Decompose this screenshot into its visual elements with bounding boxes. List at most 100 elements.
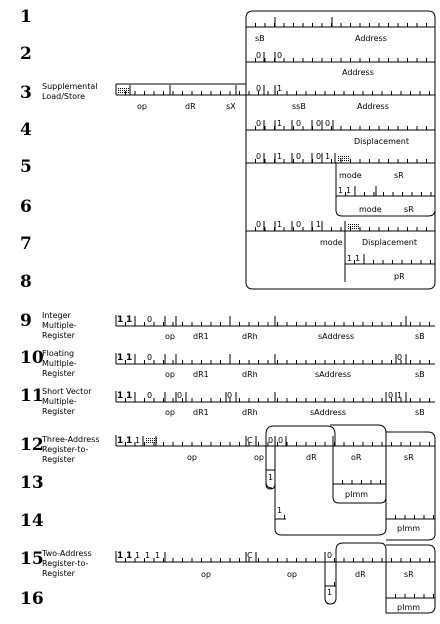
field-label: dR1	[193, 408, 209, 417]
bit-label: 1	[145, 551, 150, 560]
bit-label: 1	[135, 436, 140, 445]
field-label: Address	[342, 68, 374, 77]
field-label: pR	[394, 272, 405, 281]
shaded-bit	[344, 156, 349, 162]
bit-label: C	[247, 436, 253, 445]
row-number: 14	[20, 511, 44, 531]
bit-label: 0	[316, 152, 321, 161]
bit-label: 1	[117, 551, 123, 561]
bit-label: 0	[296, 220, 301, 229]
field-label: Address	[357, 102, 389, 111]
field-label: sR	[404, 570, 414, 579]
bit-label: 0	[397, 353, 402, 362]
row-number: 3	[20, 83, 32, 103]
field-label: sB	[415, 370, 425, 379]
bit-label: 1	[117, 315, 123, 325]
row-number: 7	[20, 234, 32, 254]
field-label: mode	[359, 205, 382, 214]
field-label: Address	[355, 34, 387, 43]
bracket-row-5-6	[335, 163, 436, 217]
row-label: Three-Address Register-to- Register	[42, 435, 100, 464]
bracket-sR	[386, 431, 436, 541]
bit-label: 1	[117, 391, 123, 401]
bit-label: 1	[346, 186, 351, 195]
bit-label: 1	[277, 220, 282, 229]
bit-label: 0	[256, 84, 261, 93]
bit-label: 0	[296, 152, 301, 161]
shaded-bit	[348, 223, 353, 229]
bit-label: 1	[277, 152, 282, 161]
bit-label: 1	[338, 186, 343, 195]
field-label: dRh	[242, 370, 258, 379]
bit-label: 1	[397, 391, 402, 400]
bit-label: 1	[277, 119, 282, 128]
bit-label: 0	[325, 119, 330, 128]
bit-label: 0	[388, 391, 393, 400]
field-label: op	[201, 570, 211, 579]
field-label: dR	[355, 570, 366, 579]
bit-label: C	[247, 551, 253, 560]
field-label: sB	[415, 332, 425, 341]
field-label: dR	[306, 453, 317, 462]
bit-label: 1	[347, 254, 352, 263]
field-label: op	[187, 453, 197, 462]
bit-label: 0	[256, 119, 261, 128]
bracket-top-12b	[274, 424, 387, 536]
bracket-row-16-sR	[385, 544, 436, 614]
field-label: pImm	[345, 490, 368, 499]
field-label: mode	[320, 238, 343, 247]
bit-label: 1	[316, 220, 321, 229]
field-label: sR	[394, 171, 404, 180]
bit-label: 0	[327, 551, 332, 560]
bracket-row-16	[324, 562, 337, 605]
field-label: op	[254, 453, 264, 462]
row-number: 15	[20, 549, 44, 569]
bit-label: 1	[126, 551, 132, 561]
field-label: dR	[185, 102, 196, 111]
field-label: dR1	[193, 332, 209, 341]
field-label: mode	[339, 171, 362, 180]
bit-label: 1	[355, 254, 360, 263]
row-number: 4	[20, 120, 32, 140]
field-label: sAddress	[310, 408, 346, 417]
bit-label: 1	[327, 588, 332, 597]
field-label: Displacement	[354, 137, 409, 146]
field-label: sAddress	[318, 332, 354, 341]
shaded-bit	[338, 156, 343, 162]
bit-label: 0	[256, 152, 261, 161]
field-label: op	[165, 370, 175, 379]
bit-label: 0	[256, 220, 261, 229]
field-label: op	[137, 102, 147, 111]
bit-label: 0	[256, 51, 261, 60]
bracket-row-13b	[265, 446, 276, 490]
bracket-top-15	[335, 542, 387, 562]
bit-label: 1	[126, 436, 132, 446]
row-label: Integer Multiple- Register	[42, 311, 77, 340]
field-label: Displacement	[362, 238, 417, 247]
bit-label: 0	[278, 436, 283, 445]
bit-label: 1	[126, 353, 132, 363]
bit-label: 0	[147, 391, 152, 400]
field-label: sX	[226, 102, 236, 111]
field-label: dRh	[242, 408, 258, 417]
bit-label: 1	[277, 84, 282, 93]
bit-label: 0	[177, 391, 182, 400]
field-label: dR1	[193, 370, 209, 379]
row-number: 6	[20, 197, 32, 217]
bit-label: 0	[268, 436, 273, 445]
row-number: 11	[20, 386, 44, 406]
bit-label: 1	[277, 506, 282, 515]
field-label: sAddress	[315, 370, 351, 379]
bracket-rows-1-8	[245, 10, 436, 290]
row-label: Floating Multiple- Register	[42, 349, 77, 378]
field-label: ssB	[292, 102, 306, 111]
shaded-bit	[152, 438, 157, 444]
shaded-bit	[354, 223, 359, 229]
field-label: sR	[404, 205, 414, 214]
bit-label: 0	[147, 315, 152, 324]
shaded-bit	[146, 438, 151, 444]
bit-label: 1	[117, 436, 123, 446]
row-number: 8	[20, 272, 32, 292]
